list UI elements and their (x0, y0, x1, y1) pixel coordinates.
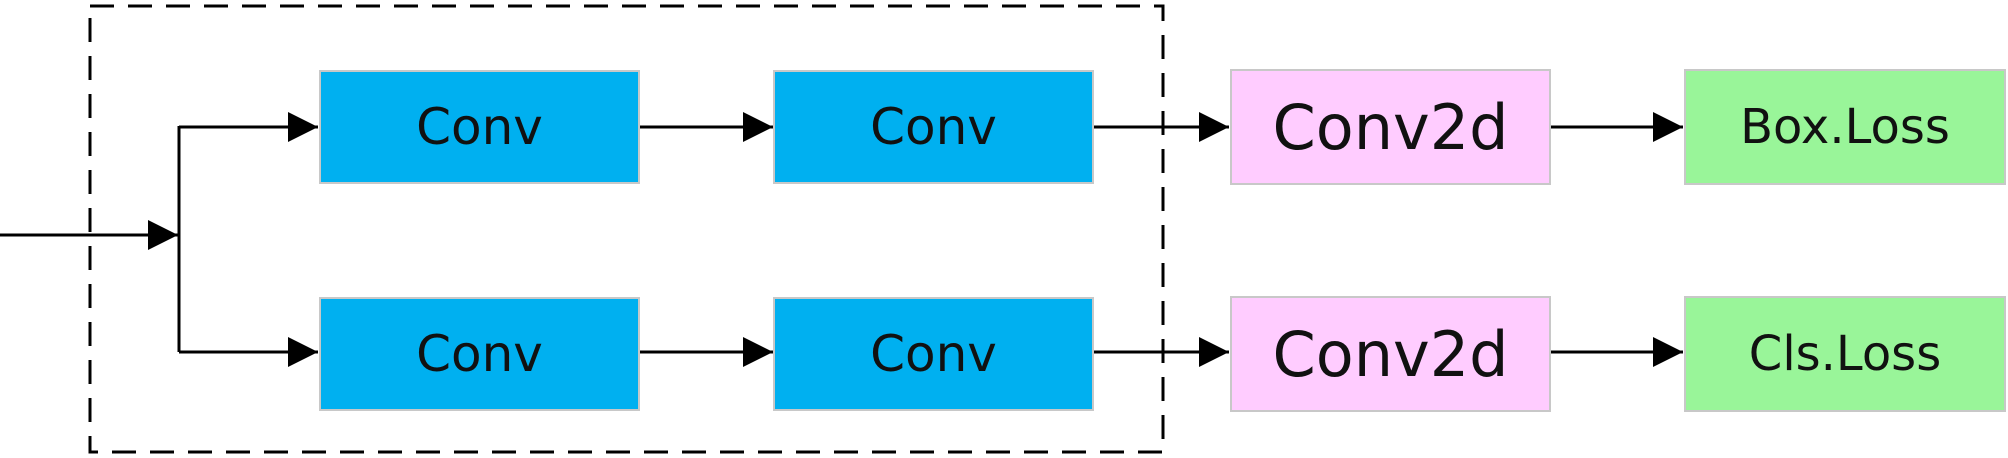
cls-loss-node[interactable]: Cls.Loss (1684, 296, 2006, 412)
top-conv2d-to-loss-arrowhead (1653, 112, 1683, 142)
branch-top-arrowhead (288, 112, 318, 142)
conv-node-top-2[interactable]: Conv (773, 70, 1094, 184)
top-conv-to-conv2d-arrowhead (1199, 112, 1229, 142)
branch-bottom-arrowhead (288, 337, 318, 367)
bottom-conv-to-conv-arrowhead (743, 337, 773, 367)
box-loss-node[interactable]: Box.Loss (1684, 69, 2006, 185)
bottom-conv2d-to-loss-arrowhead (1653, 337, 1683, 367)
conv-node-top-1[interactable]: Conv (319, 70, 640, 184)
conv2d-node-top[interactable]: Conv2d (1230, 69, 1551, 185)
input-arrowhead (148, 220, 178, 250)
bottom-conv-to-conv2d-arrowhead (1199, 337, 1229, 367)
conv-node-bottom-2[interactable]: Conv (773, 297, 1094, 411)
dashed-container (88, 4, 1165, 454)
top-conv-to-conv-arrowhead (743, 112, 773, 142)
conv2d-node-bottom[interactable]: Conv2d (1230, 296, 1551, 412)
conv-node-bottom-1[interactable]: Conv (319, 297, 640, 411)
